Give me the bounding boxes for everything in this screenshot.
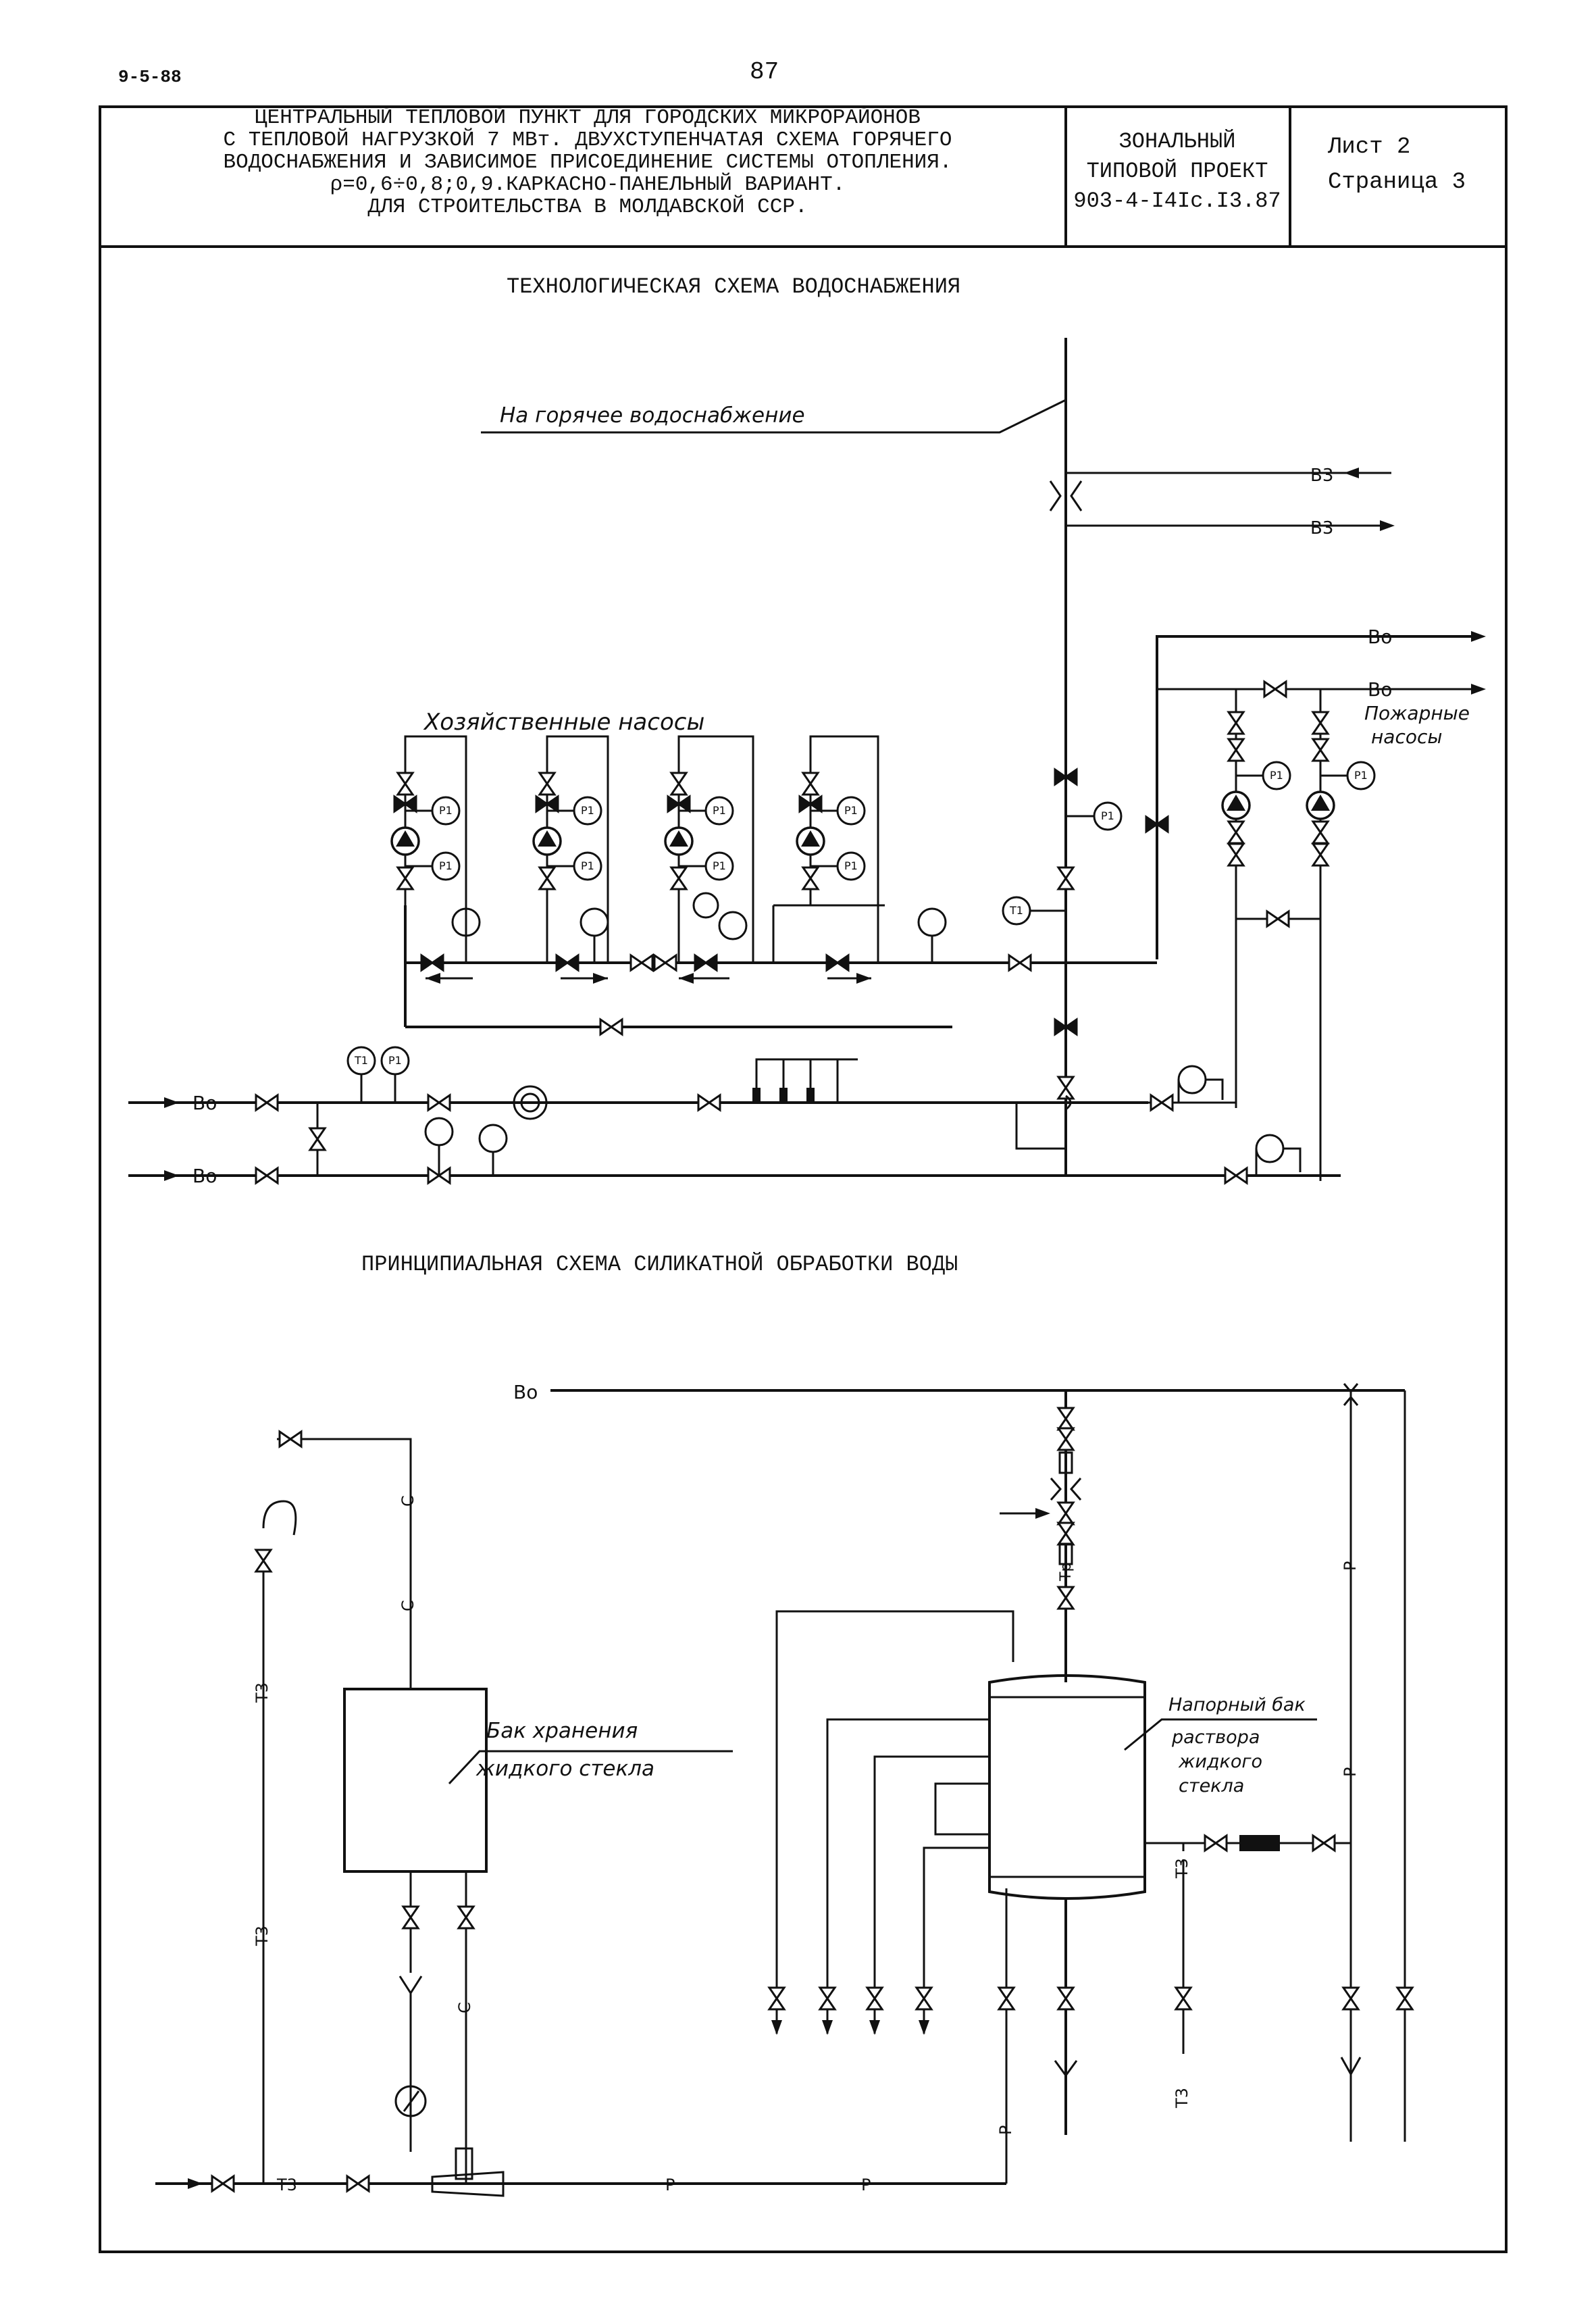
- pressure-tank-label-1: Напорный бак: [1168, 1694, 1306, 1715]
- b0-outlet-2: Во: [1368, 678, 1392, 701]
- sample-taps: [752, 1058, 858, 1103]
- title-line-3: ВОДОСНАБЖЕНИЯ И ЗАВИСИМОЕ ПРИСОЕДИНЕНИЕ …: [223, 151, 952, 174]
- page-ref-label: Страница 3: [1328, 170, 1466, 195]
- b3-label-2: В3: [1310, 518, 1333, 538]
- t3-label-1: Т3: [253, 1682, 272, 1703]
- p-label-2: Р: [861, 2175, 871, 2194]
- fire-pumps-label-1: Пожарные: [1364, 702, 1470, 724]
- t3-label-2: Т3: [253, 1926, 272, 1946]
- project-line-1: ЗОНАЛЬНЫЙ: [1118, 129, 1236, 154]
- household-pump-4: [772, 735, 947, 984]
- p1-gauge-2: P1: [439, 859, 453, 872]
- title-line-2: С ТЕПЛОВОЙ НАГРУЗКОЙ 7 МВт. ДВУХСТУПЕНЧА…: [223, 128, 952, 152]
- title-line-1: ЦЕНТРАЛЬНЫЙ ТЕПЛОВОЙ ПУНКТ ДЛЯ ГОРОДСКИХ…: [255, 106, 921, 130]
- pressure-tank-label-2: раствора: [1171, 1727, 1260, 1748]
- p-label-1: Р: [665, 2175, 675, 2194]
- t3-label-5: Т3: [1173, 2088, 1191, 2109]
- project-block: ЗОНАЛЬНЫЙ ТИПОВОЙ ПРОЕКТ 903-4-I4Ic.I3.8…: [1066, 127, 1289, 216]
- b3-label-1: В3: [1310, 466, 1333, 486]
- pressure-tank-label-4: стекла: [1179, 1776, 1244, 1796]
- title-line-4: ρ=0,6÷0,8;0,9.КАРКАСНО-ПАНЕЛЬНЫЙ ВАРИАНТ…: [330, 173, 846, 197]
- page-number: 87: [750, 58, 779, 86]
- b0-outlet-1: Во: [1368, 626, 1392, 648]
- p-label-5: Р: [1341, 1767, 1360, 1777]
- b0-inlet-1: Во: [192, 1092, 217, 1114]
- p1-gauge-5: P1: [713, 804, 726, 817]
- drawing-frame: [99, 105, 1508, 2253]
- scheme1-title: ТЕХНОЛОГИЧЕСКАЯ СХЕМА ВОДОСНАБЖЕНИЯ: [507, 274, 961, 299]
- p1-gauge-1: P1: [439, 804, 453, 817]
- t3-label-4: Т3: [1173, 1858, 1191, 1879]
- title-block-text: ЦЕНТРАЛЬНЫЙ ТЕПЛОВОЙ ПУНКТ ДЛЯ ГОРОДСКИХ…: [108, 107, 1067, 218]
- p1-gauge-9: P1: [388, 1054, 402, 1067]
- p1-gauge-7: P1: [844, 804, 858, 817]
- p1-gauge-11: P1: [1270, 769, 1283, 782]
- p1-gauge-4: P1: [581, 859, 594, 872]
- sheet-block: Лист 2 Страница 3: [1328, 130, 1466, 200]
- sheet-label: Лист 2: [1328, 134, 1411, 160]
- c-label-3: С: [455, 2002, 474, 2013]
- p1-gauge-12: P1: [1354, 769, 1368, 782]
- project-line-3: 903-4-I4Ic.I3.87: [1073, 188, 1281, 213]
- c-label-1: С: [398, 1495, 417, 1507]
- page-code: 9-5-88: [118, 67, 182, 87]
- household-pump-2: [532, 735, 609, 984]
- scheme2-labels: Bo Бак хранения жидкого стекла Напорный …: [253, 1381, 1360, 2194]
- b0-main-label: Bo: [513, 1381, 538, 1403]
- scheme1-labels: На горячее водоснабжение Хозяйственные н…: [192, 403, 1470, 1187]
- t1-sensor-2: T1: [354, 1054, 368, 1067]
- p1-gauge-3: P1: [581, 804, 594, 817]
- title-line-5: ДЛЯ СТРОИТЕЛЬСТВА В МОЛДАВСКОЙ ССР.: [367, 195, 808, 219]
- p1-gauge-10: P1: [1101, 809, 1114, 822]
- p-label-4: Р: [1341, 1561, 1360, 1571]
- pressure-tank-label-3: жидкого: [1178, 1751, 1262, 1772]
- scheme2-title: ПРИНЦИПИАЛЬНАЯ СХЕМА СИЛИКАТНОЙ ОБРАБОТК…: [361, 1252, 958, 1277]
- t3-label-3: Т3: [276, 2175, 297, 2194]
- scheme2-piping: [155, 1383, 1414, 2197]
- p-label-3: Р: [996, 2126, 1015, 2135]
- p1-gauge-8: P1: [844, 859, 858, 872]
- fire-pumps-label-2: насосы: [1371, 726, 1443, 748]
- household-pumps-label: Хозяйственные насосы: [423, 709, 704, 736]
- household-pump-3: [629, 735, 754, 984]
- project-line-2: ТИПОВОЙ ПРОЕКТ: [1086, 159, 1268, 184]
- t1-sensor-1: T1: [1009, 904, 1023, 917]
- b0-inlet-2: Во: [192, 1165, 217, 1187]
- storage-tank-label-2: жидкого стекла: [475, 1757, 654, 1781]
- tp-label: Тр: [1058, 1563, 1075, 1582]
- c-label-2: С: [398, 1600, 417, 1611]
- scheme1-piping: [128, 338, 1486, 1184]
- hot-supply-label: На горячее водоснабжение: [500, 403, 805, 428]
- p1-gauge-6: P1: [713, 859, 726, 872]
- storage-tank-label-1: Бак хранения: [486, 1719, 638, 1743]
- household-pump-1: [390, 735, 481, 984]
